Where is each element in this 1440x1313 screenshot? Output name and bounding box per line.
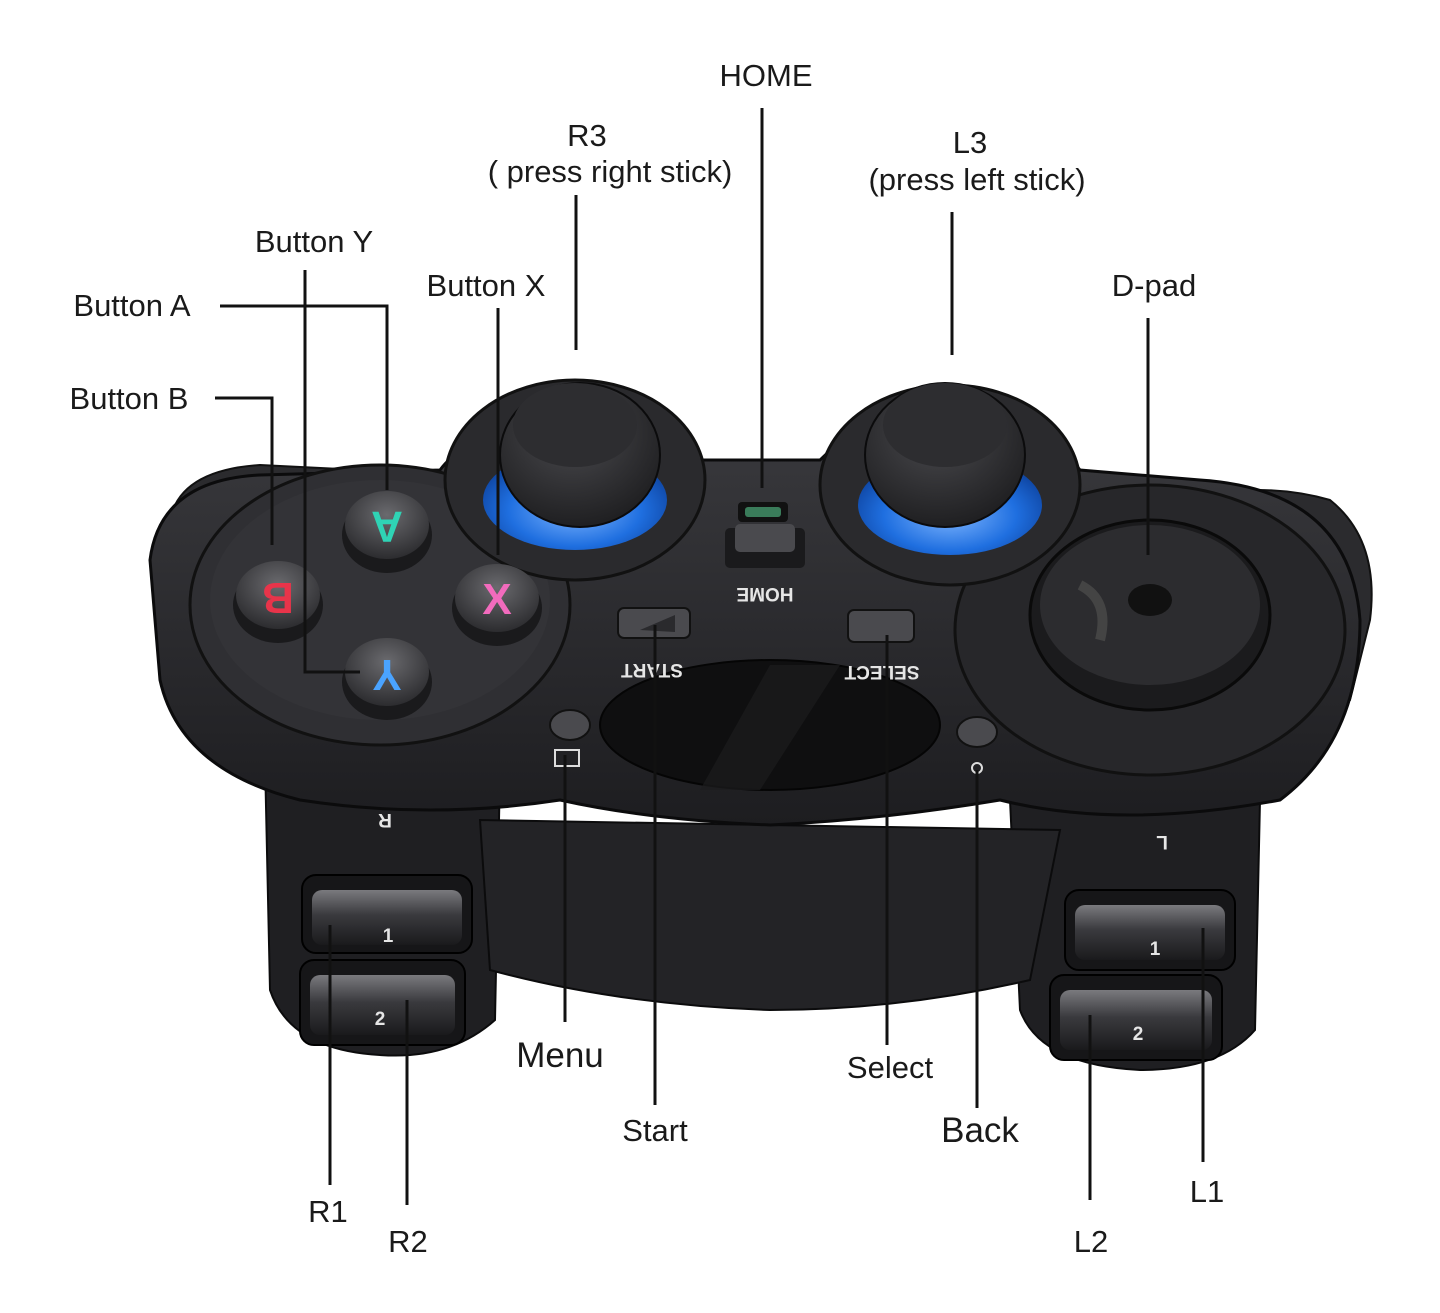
l1-button[interactable]: 1 [1064, 889, 1236, 971]
right-stick-r3[interactable] [443, 378, 707, 582]
label-r3-title: R3 [567, 118, 607, 153]
label-button-b: Button B [70, 381, 189, 416]
l1-print: 1 [1150, 939, 1161, 960]
face-x-glyph: X [482, 575, 511, 624]
r1-button[interactable]: 1 [301, 874, 473, 954]
r1-print: 1 [383, 926, 394, 947]
label-l3-title: L3 [953, 125, 987, 160]
face-button-b[interactable]: B [233, 561, 323, 643]
menu-button[interactable] [549, 709, 591, 767]
start-print: START [621, 659, 683, 680]
left-stick-l3[interactable] [818, 382, 1082, 587]
shoulder-r-print: R [378, 809, 392, 830]
leader-button-a [220, 304, 389, 490]
label-r1: R1 [308, 1194, 348, 1229]
label-start: Start [622, 1113, 688, 1148]
shoulder-l-print: L [1156, 831, 1168, 852]
face-a-glyph: A [371, 502, 403, 551]
dpad-center[interactable] [1128, 584, 1172, 616]
label-back: Back [941, 1111, 1019, 1150]
face-button-a[interactable]: A [342, 491, 432, 573]
face-y-glyph: Y [372, 650, 401, 699]
leader-button-y [303, 270, 360, 674]
label-button-a: Button A [73, 288, 191, 323]
label-button-x: Button X [427, 268, 546, 303]
leader-button-b [215, 396, 274, 545]
label-l2: L2 [1074, 1224, 1108, 1259]
leader-lines [215, 108, 1205, 1205]
face-button-y[interactable]: Y [342, 638, 432, 720]
label-l1: L1 [1190, 1174, 1224, 1209]
l2-print: 2 [1133, 1024, 1144, 1045]
home-print: HOME [737, 583, 794, 604]
select-print: SELECT [844, 661, 919, 682]
label-dpad: D-pad [1112, 268, 1196, 303]
label-button-y: Button Y [255, 224, 373, 259]
label-select: Select [847, 1050, 934, 1085]
r2-print: 2 [375, 1009, 386, 1030]
label-l3-sub: (press left stick) [868, 162, 1085, 197]
select-button[interactable]: SELECT [844, 609, 919, 682]
label-menu: Menu [516, 1036, 604, 1075]
label-r3-sub: ( press right stick) [488, 154, 733, 189]
r2-button[interactable]: 2 [299, 959, 466, 1046]
callout-labels: HOME R3 ( press right stick) L3 (press l… [70, 58, 1225, 1259]
label-home: HOME [720, 58, 813, 93]
label-r2: R2 [388, 1224, 428, 1259]
back-button[interactable] [956, 716, 998, 774]
home-button[interactable]: HOME [725, 502, 805, 604]
face-button-x[interactable]: X [452, 564, 542, 646]
face-b-glyph: B [262, 573, 294, 622]
l2-button[interactable]: 2 [1049, 974, 1223, 1061]
